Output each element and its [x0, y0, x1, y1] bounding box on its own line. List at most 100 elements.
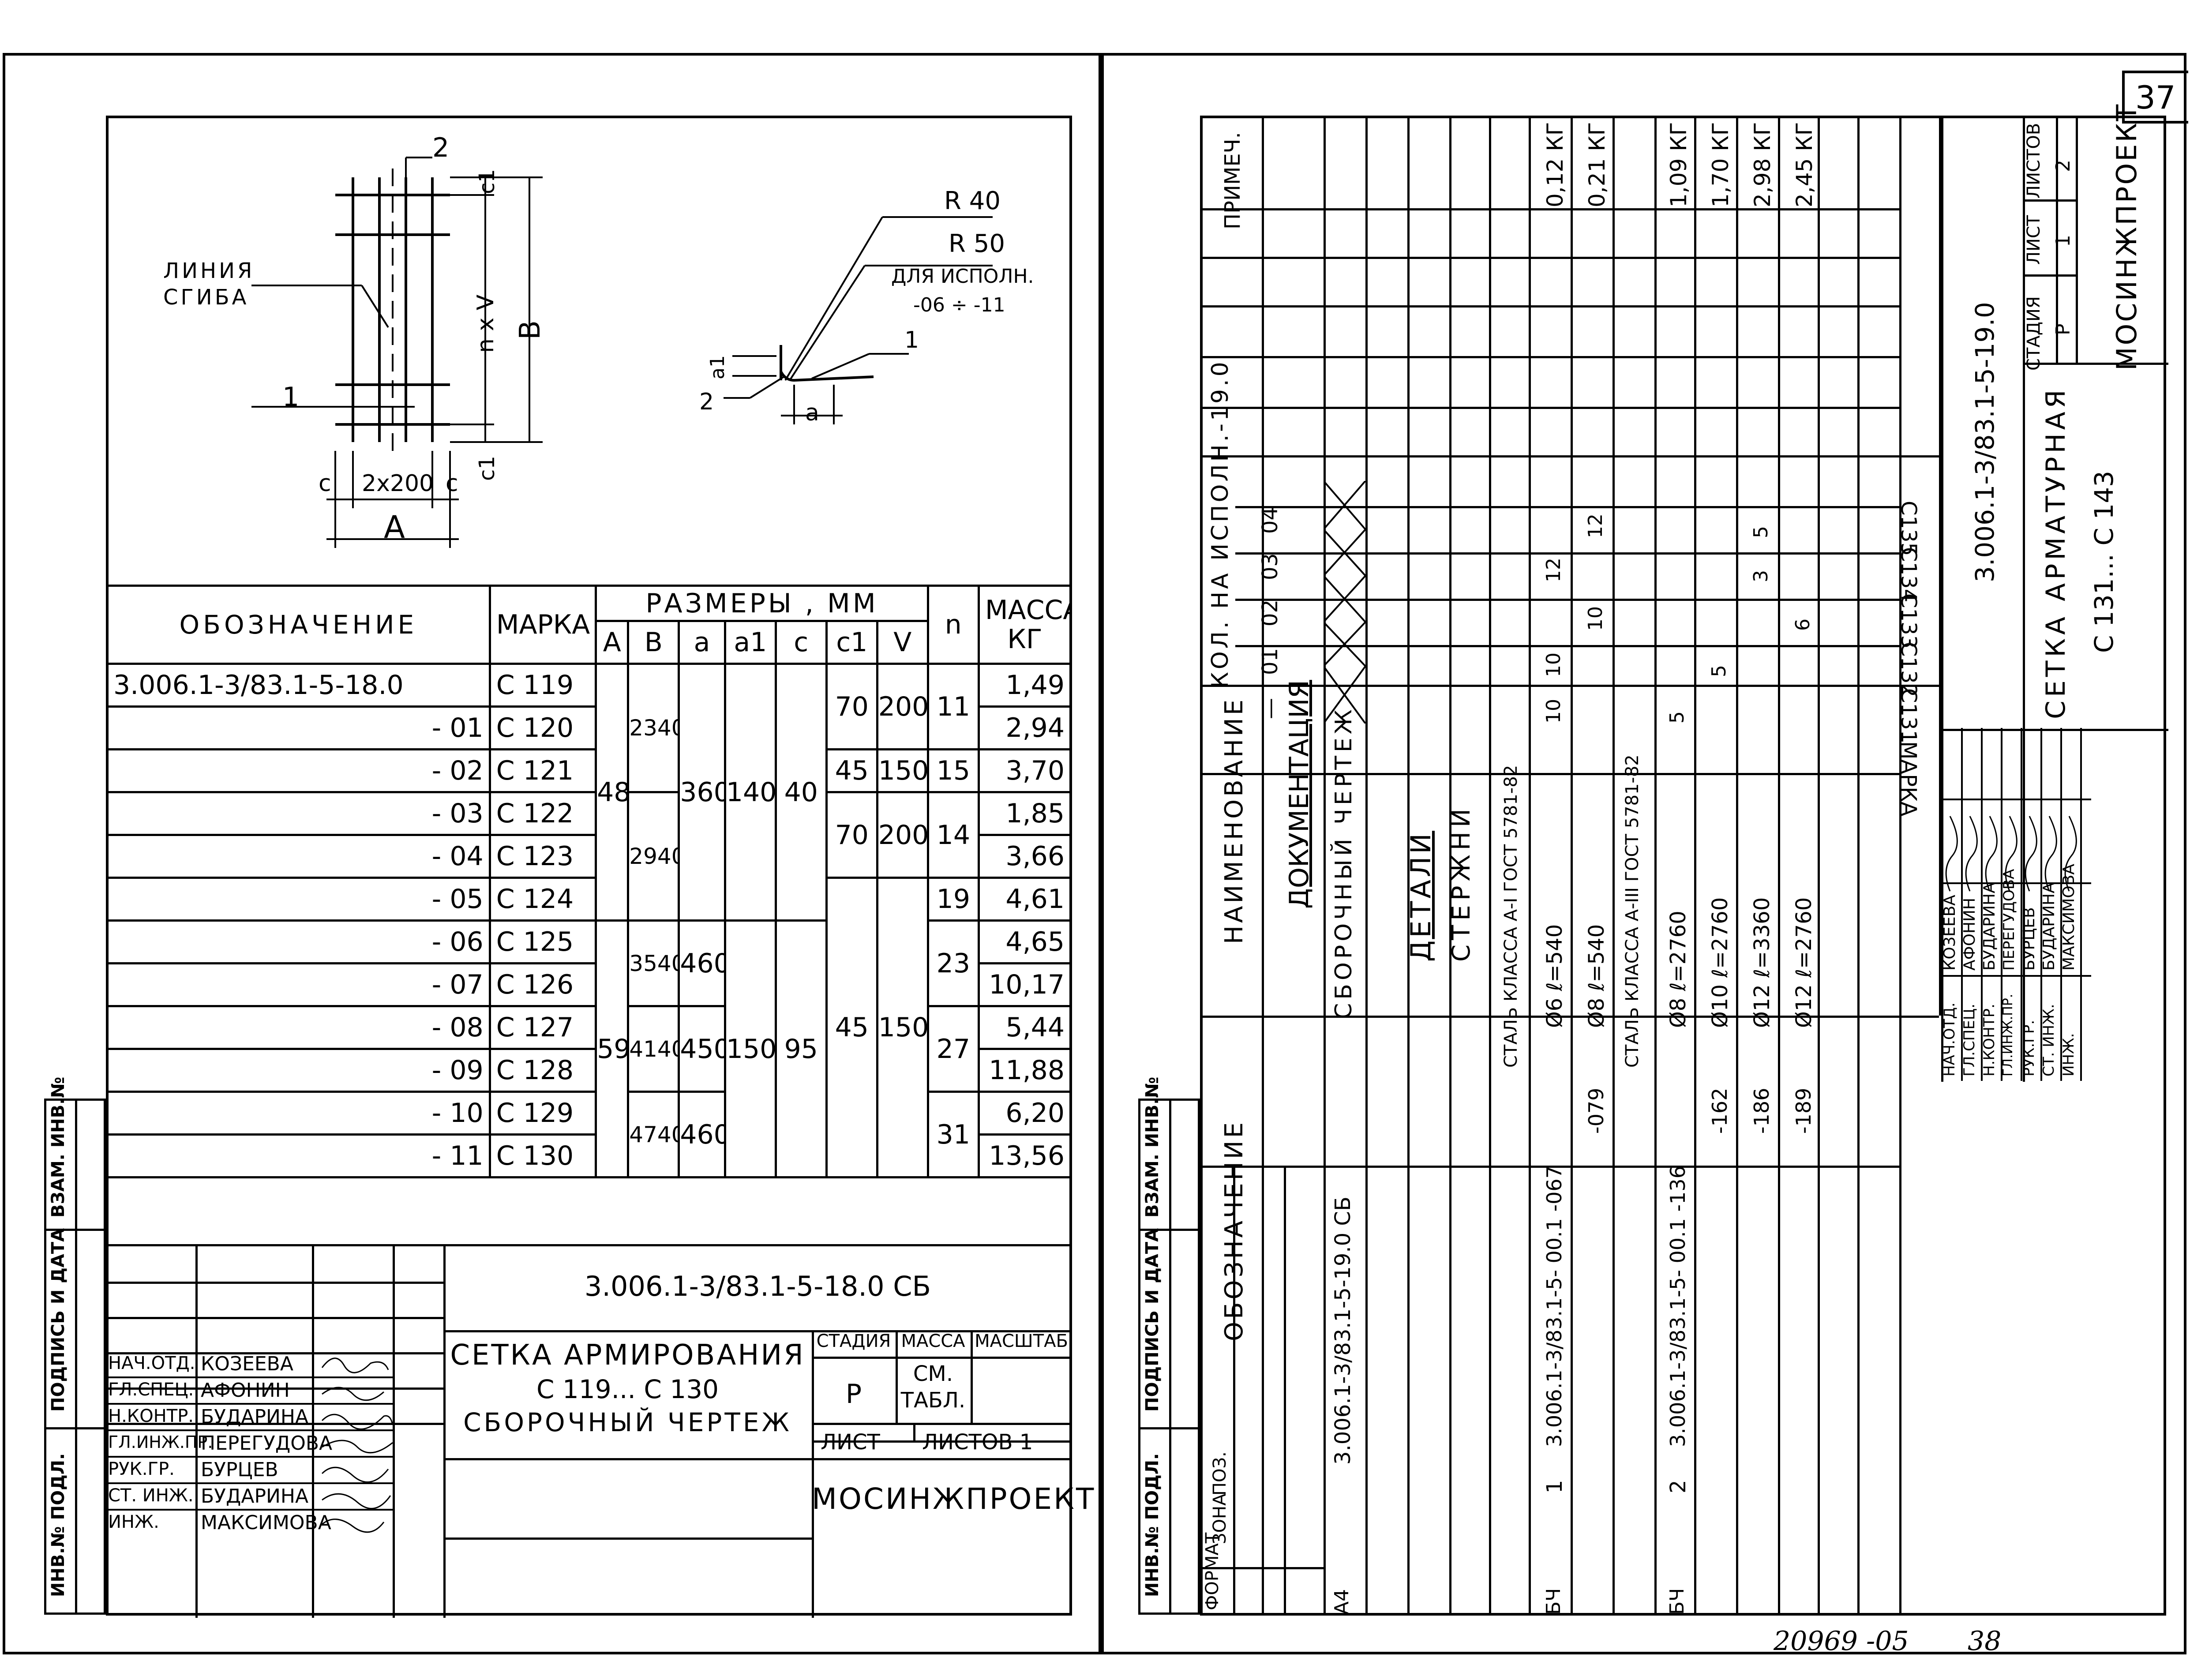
dim-a-lower: a [805, 400, 819, 426]
right-sheet [1101, 53, 2186, 1654]
spec-header-q4: 04 [1258, 506, 1282, 534]
spec-row-pos: 1 [1542, 1480, 1567, 1493]
cell-B-2340: 2340 [627, 663, 680, 793]
table-row: - 09 С 128 11,88 [106, 1048, 1072, 1093]
left-title-line-2: С 119... С 130 [536, 1374, 719, 1404]
spec-row-name: Ø12 ℓ=3360 [1750, 897, 1774, 1028]
staff-name: БУДАРИНА [2040, 882, 2058, 971]
table-row: - 11 С 130 13,56 [106, 1133, 1072, 1178]
row-mark: С 122 [488, 791, 597, 836]
cell-A-480: 480 [595, 663, 630, 922]
staff-role: НАЧ.ОТД. [108, 1353, 195, 1373]
row-mass: 3,70 [977, 748, 1072, 793]
cell-a-460: 460 [678, 919, 726, 1007]
right-drawing-code: 3.006.1-3/83.1-5-19.0 [1970, 302, 2000, 582]
fold-line-label-1: ЛИНИЯ [163, 259, 255, 283]
cell-B-4140: 4140 [627, 1005, 680, 1093]
position-2-label: 2 [432, 132, 450, 163]
spec-header-q3: 03 [1258, 553, 1282, 580]
cell-n-14: 14 [926, 791, 980, 879]
header-designation: ОБОЗНАЧЕНИЕ [106, 585, 491, 665]
spec-row-q3: 3 [1750, 570, 1772, 582]
dim-b: B [514, 320, 547, 340]
spec-header-qty: КОЛ. НА ИСПОЛН.-19.0 [1207, 359, 1234, 688]
spec-row-note: 1,09 КГ [1666, 122, 1691, 207]
radius-r40: R 40 [944, 187, 1001, 215]
spec-row-designation: -189 [1792, 1088, 1815, 1134]
size-table: ОБОЗНАЧЕНИЕ МАРКА РАЗМЕРЫ , ММ n МАССА,К… [106, 585, 1072, 1178]
spec-header-q1: 01 [1258, 648, 1282, 675]
spec-header-format: ФОРМАТ [1202, 1532, 1222, 1610]
page-number-box [2122, 71, 2188, 124]
right-stamp-inv: ИНВ.№ ПОДЛ. [1142, 1453, 1162, 1597]
row-designation: 3.006.1-3/83.1-5-18.0 [106, 663, 491, 708]
row-mass: 1,49 [977, 663, 1072, 708]
row-designation: - 11 [106, 1133, 491, 1178]
spec-row-q1: 10 [1542, 652, 1565, 677]
spec-row-name: Ø8 ℓ=540 [1584, 924, 1609, 1028]
left-mass-value-2: ТАБЛ. [900, 1388, 966, 1413]
staff-role: Н.КОНТР. [108, 1406, 194, 1426]
staff-name: БУРЦЕВ [201, 1459, 278, 1481]
cell-a-460b: 460 [678, 1091, 726, 1178]
spec-row-q3: 12 [1542, 558, 1565, 582]
row-mark: С 121 [488, 748, 597, 793]
row-designation: - 08 [106, 1005, 491, 1050]
spec-doc-name: СБОРОЧНЫЙ ЧЕРТЕЖ [1331, 706, 1357, 1019]
table-row: - 03 С 122 2940 70 200 14 1,85 [106, 791, 1072, 922]
row-designation: - 10 [106, 1091, 491, 1136]
spec-row-format: БЧ [1542, 1588, 1565, 1615]
right-signatures [1945, 816, 2077, 892]
position-1-label: 1 [282, 382, 300, 412]
spec-row-q0: 5 [1666, 711, 1688, 724]
header-mass: МАССА,КГ [977, 585, 1072, 665]
spec-row-name: Ø6 ℓ=540 [1542, 924, 1567, 1028]
row-mass: 2,94 [977, 705, 1072, 750]
dim-2x200: 2x200 [362, 470, 434, 497]
right-stage-value: Р [2052, 323, 2074, 335]
right-side-stamp [1138, 1099, 1200, 1615]
left-drawing-code: 3.006.1-3/83.1-5-18.0 СБ [584, 1270, 931, 1302]
staff-role: СТ. ИНЖ. [108, 1485, 194, 1506]
spec-row-q1: 5 [1708, 665, 1730, 677]
spec-row-q2: 10 [1584, 606, 1607, 631]
staff-name: КОЗЕЕВА [1941, 895, 1959, 971]
cell-a-360: 360 [678, 663, 726, 922]
row-designation: - 05 [106, 877, 491, 922]
row-designation: - 02 [106, 748, 491, 793]
header-V: V [876, 620, 929, 665]
staff-role: ГЛ.ИНЖ.ПР. [2000, 994, 2016, 1076]
radius-r50: R 50 [949, 229, 1005, 258]
row-designation: - 04 [106, 834, 491, 879]
staff-role: НАЧ.ОТД. [1941, 1002, 1958, 1076]
table-row: - 02 С 121 45 150 15 3,70 [106, 748, 1072, 793]
left-stamp-sign: ПОДПИСЬ И ДАТА [48, 1228, 68, 1412]
cell-c1-45: 45 [825, 748, 878, 793]
row-mark: С 126 [488, 962, 597, 1007]
left-sheets-label: ЛИСТОВ 1 [922, 1430, 1033, 1455]
spec-mark-c132: С132 [1896, 642, 1921, 698]
left-sheet-label: ЛИСТ [821, 1430, 880, 1455]
header-a1: a1 [724, 620, 777, 665]
table-row: - 06 С 125 590 3540 460 150 95 23 4,65 [106, 919, 1072, 1178]
spec-doc-crosses [1324, 481, 1365, 724]
row-designation: - 09 [106, 1048, 491, 1093]
spec-header-q0: — [1258, 698, 1282, 719]
spec-row-note: 0,21 КГ [1584, 122, 1610, 207]
spec-row-name: Ø12 ℓ=2760 [1792, 897, 1816, 1028]
spec-section-parts: ДЕТАЛИ [1405, 831, 1437, 962]
dim-a-upper: A [384, 509, 405, 545]
row-mass: 11,88 [977, 1048, 1072, 1093]
spec-row-designation: -079 [1584, 1088, 1608, 1134]
table-row: - 05 С 124 45 150 19 4,61 [106, 877, 1072, 1178]
staff-role: ИНЖ. [2060, 1033, 2078, 1076]
right-sheets-value: 2 [2052, 160, 2074, 172]
cell-B-2940: 2940 [627, 791, 680, 922]
dim-c-right: c [446, 470, 458, 497]
spec-row-designation: -186 [1750, 1088, 1774, 1134]
header-B: B [627, 620, 680, 665]
spec-row-name: Ø8 ℓ=2760 [1666, 911, 1691, 1028]
spec-row-designation: 3.006.1-3/83.1-5- 00.1 -067 [1542, 1166, 1566, 1447]
row-designation: - 01 [106, 705, 491, 750]
cell-n-31: 31 [926, 1091, 980, 1178]
